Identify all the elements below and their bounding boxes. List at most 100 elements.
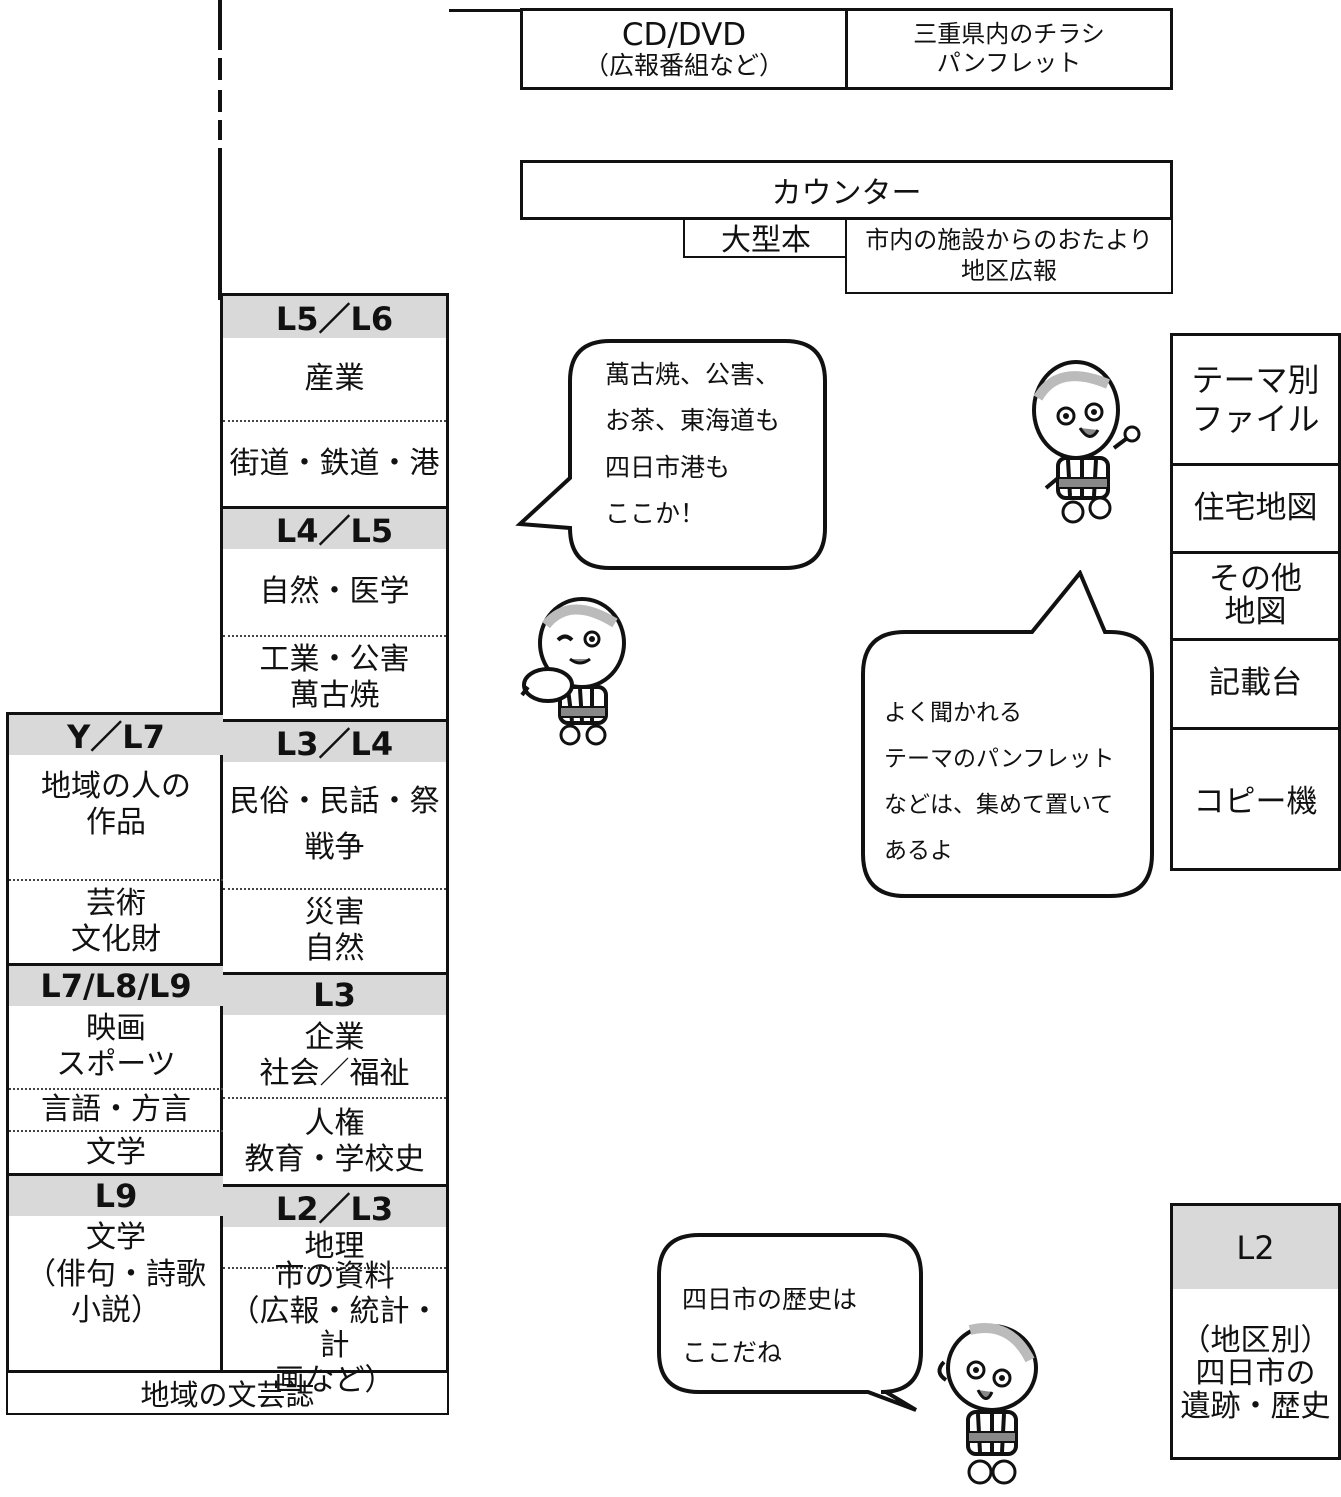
l9-a3: 小説） [71,1293,161,1329]
l4l5-b1: 工業・公害 [259,642,410,677]
l4l5-header: L4／L5 [223,509,446,550]
bubble-3-line1: 四日市の歴史は [682,1285,858,1314]
l789-b: 言語・方言 [41,1092,191,1127]
cd-dvd-sub: （広報番組など） [583,50,784,80]
l789-a2: スポーツ [56,1047,176,1082]
left-shelf: Y／L7 地域の人の 作品 芸術 文化財 L7/L8/L9 映画 スポーツ 言語… [6,712,223,1373]
copier-label: コピー機 [1193,784,1318,821]
l2-line1: （地区別） [1180,1322,1331,1358]
l3l4-b2: 自然 [304,931,365,966]
bubble-3-line2: ここだね [682,1337,783,1367]
bubble-3-text: 四日市の歴史は ここだね [682,1274,912,1379]
mascot-bottom-icon [937,1323,1038,1485]
l3-header: L3 [223,975,446,1015]
top-wall-line [449,9,523,12]
l4l5-b2: 萬古焼 [289,678,380,713]
large-print-shelf: 大型本 [683,218,847,258]
l789-c: 文学 [86,1134,146,1170]
bubble-1-line2: お茶、東海道も [605,406,781,436]
l3-a1: 企業 [304,1020,365,1055]
l4l5-a: 自然・医学 [259,574,410,609]
speech-bubble-1 [515,339,827,570]
flyers-line1: 三重県内のチラシ [913,20,1105,49]
l3l4-b1: 災害 [304,895,365,930]
l4l5-industry: 工業・公害 萬古焼 [223,637,446,722]
bubble-2-text: よく聞かれる テーマのパンフレット などは、集めて置いて あるよ [884,690,1154,874]
l5l6-a: 産業 [304,361,365,396]
yl7-header: Y／L7 [9,715,223,756]
literary-magazines-label: 地域の文芸誌 [140,1378,315,1412]
l9-a2: （俳句・詩歌 [26,1256,206,1292]
l5l6-b: 街道・鉄道・港 [229,446,440,481]
yl7-local-works: 地域の人の 作品 [9,755,223,881]
flyers-line2: パンフレット [936,49,1082,77]
l789-a1: 映画 [86,1011,146,1046]
l4l5-nature: 自然・医学 [223,549,446,637]
l789-header: L7/L8/L9 [9,966,223,1006]
facility-news-line1: 市内の施設からのおたより [865,225,1153,254]
bubble-1-line4: ここか！ [605,498,706,528]
l2-body: （地区別） 四日市の 遺跡・歴史 [1173,1289,1338,1457]
writing-desk-label: 記載台 [1209,665,1302,702]
bubble-1-line3: 四日市港も [605,452,731,482]
bubble-2-line1: よく聞かれる [884,700,1022,726]
speech-bubble-2 [861,570,1154,898]
flyers-box: 三重県内のチラシ パンフレット [845,8,1173,90]
large-print-label: 大型本 [721,223,811,258]
wall-line [218,0,222,300]
speech-bubble-3 [657,1233,923,1412]
bubble-2-line3: などは、集めて置いて [884,792,1114,818]
yl7-b1: 芸術 [86,886,146,921]
bubble-1-text: 萬古焼、公害、 お茶、東海道も 四日市港も ここか！ [605,352,820,537]
other-maps-line1: その他 [1209,561,1302,598]
housing-map-shelf: 住宅地図 [1173,466,1338,554]
l3-enterprise: 企業 社会／福祉 [223,1015,446,1099]
mascot-waving-icon [1032,360,1141,524]
l789-language: 言語・方言 [9,1090,223,1132]
l9-header: L9 [9,1176,223,1216]
l2-header: L2 [1173,1206,1338,1289]
housing-map-label: 住宅地図 [1193,489,1318,526]
l2l3-b2: （広報・統計・計 [229,1293,440,1363]
l5l6-industry: 産業 [223,338,446,422]
theme-files-line1: テーマ別 [1191,361,1320,400]
l3l4-header: L3／L4 [223,722,446,763]
yl7-b2: 文化財 [71,922,161,957]
copier: コピー機 [1173,730,1338,876]
l5l6-roads: 街道・鉄道・港 [223,422,446,509]
l3-a2: 社会／福祉 [259,1056,410,1091]
l789-literature: 文学 [9,1132,223,1176]
other-maps-shelf: その他 地図 [1173,554,1338,641]
l2l3-header: L2／L3 [223,1187,446,1228]
l2l3-a: 地理 [304,1229,365,1264]
bubble-2-line2: テーマのパンフレット [884,746,1115,772]
facility-news-line2: 地区広報 [961,257,1057,285]
yl7-arts: 芸術 文化財 [9,881,223,966]
counter-label: カウンター [771,176,922,211]
bubble-1-line1: 萬古焼、公害、 [605,360,781,389]
l9-literature: 文学 （俳句・詩歌 小説） [9,1216,223,1380]
writing-desk: 記載台 [1173,641,1338,730]
l2-shelf: L2 （地区別） 四日市の 遺跡・歴史 [1170,1203,1341,1460]
yl7-a2: 作品 [86,805,146,840]
mascot-winking-icon [520,597,626,746]
center-shelf: L5／L6 産業 街道・鉄道・港 L4／L5 自然・医学 工業・公害 萬古焼 L… [220,293,449,1397]
l2-line2: 四日市の [1195,1355,1316,1391]
l2l3-geography: 地理 [223,1227,446,1269]
l3l4-a1: 民俗・民話・祭 [229,783,440,819]
cd-dvd-box: CD/DVD （広報番組など） [520,8,848,90]
l789-film-sports: 映画 スポーツ [9,1006,223,1090]
other-maps-line2: 地図 [1224,594,1287,630]
facility-news-box: 市内の施設からのおたより 地区広報 [845,218,1173,294]
l5l6-header: L5／L6 [223,296,446,338]
l3-b1: 人権 [304,1105,365,1141]
l3-b2: 教育・学校史 [244,1141,425,1177]
l9-a1: 文学 [86,1220,146,1255]
l3l4-a2: 戦争 [304,830,365,865]
theme-files-shelf: テーマ別 ファイル [1173,336,1338,466]
cd-dvd-title: CD/DVD [621,16,747,53]
literary-magazines-shelf: 地域の文芸誌 [6,1370,449,1415]
l3-human-rights: 人権 教育・学校史 [223,1099,446,1187]
l2l3-b3: 画など） [274,1362,395,1398]
l2l3-city-docs: 市の資料 （広報・統計・計 画など） [223,1259,446,1397]
